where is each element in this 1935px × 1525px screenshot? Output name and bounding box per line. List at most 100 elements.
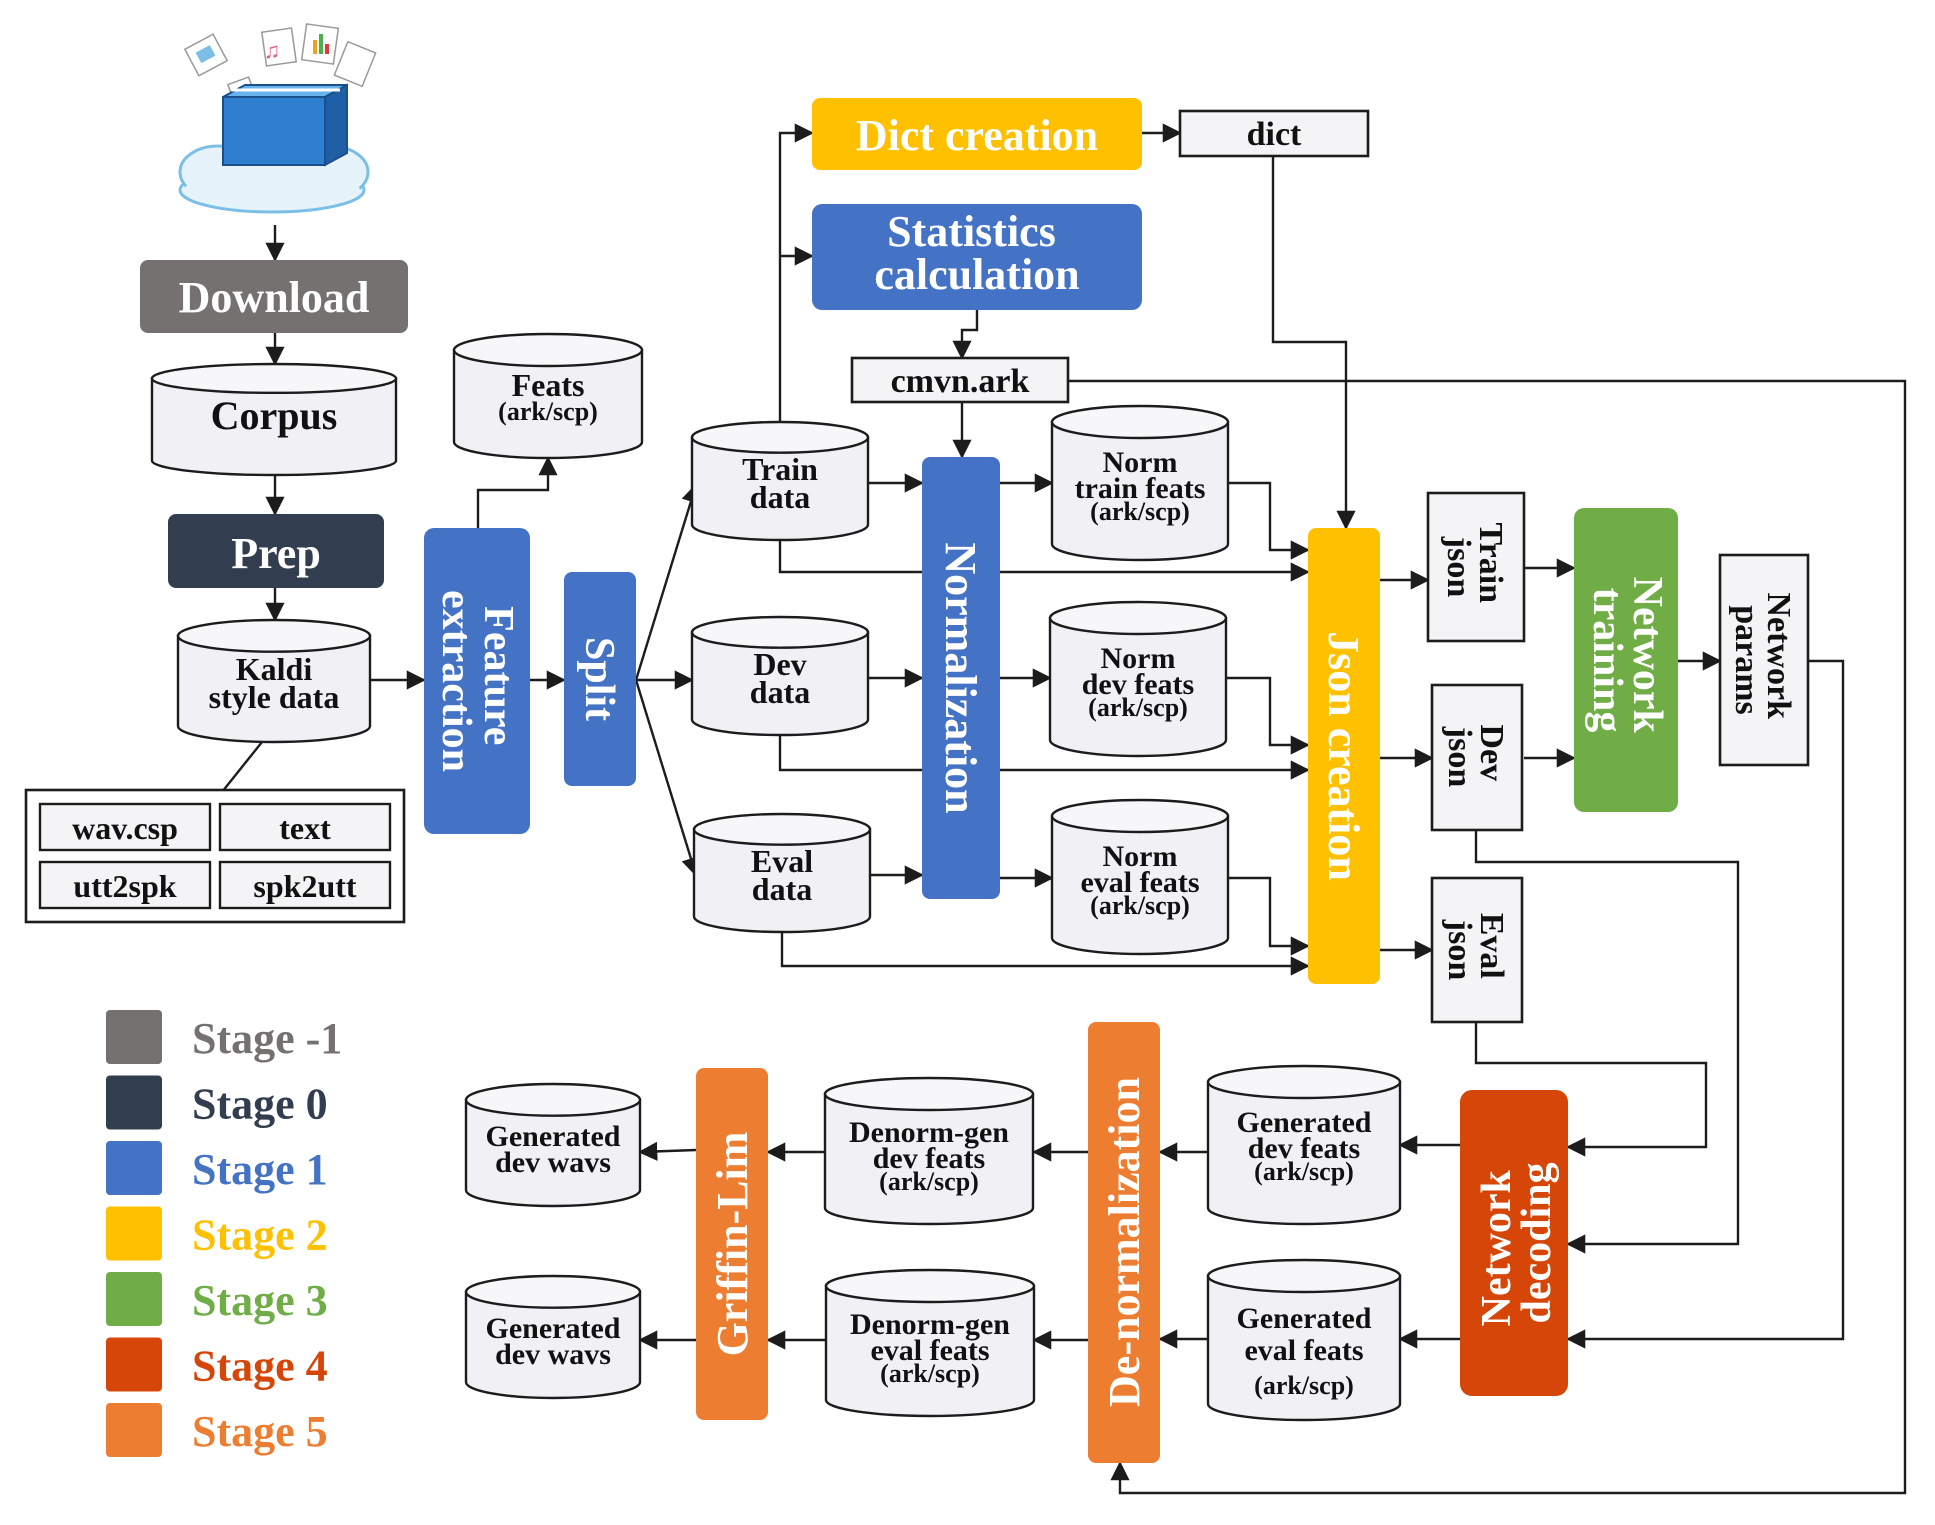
kaldi-file-spk2utt: spk2utt [253, 868, 357, 904]
prep-label: Prep [231, 529, 321, 578]
train-data-store-label: Train [742, 451, 818, 487]
generated-dev-feats-store-label: dev feats [1248, 1132, 1360, 1165]
dev-json-label: Dev json [1441, 724, 1510, 789]
kaldi-file-wav: wav.csp [72, 810, 178, 846]
eval-json-file [1430, 876, 1524, 1024]
generated-eval-feats-store-label: eval feats [1244, 1334, 1363, 1367]
dict-creation-stage [812, 98, 1142, 170]
generated-eval-feats-store-label: (ark/scp) [1254, 1371, 1354, 1400]
norm-train-feats-store-label: Norm [1103, 446, 1178, 479]
kaldi-style-data-store-label: style data [209, 679, 340, 715]
legend-label: Stage 5 [192, 1407, 328, 1456]
norm-dev-feats-store-label: (ark/scp) [1088, 693, 1188, 722]
dict-file [1178, 109, 1370, 158]
generated-dev-wavs-store-label: dev wavs [495, 1146, 611, 1179]
eval-data-store-label: data [752, 871, 812, 907]
norm-eval-feats-store-label: eval feats [1080, 866, 1199, 899]
kaldi-file-table: wav.csp text utt2spk spk2utt [24, 788, 406, 924]
cmvn-file [850, 356, 1070, 404]
legend-swatch [106, 1206, 162, 1261]
cloud-with-files-icon: ♫ [178, 23, 377, 214]
generated-eval-wavs-store-label: dev wavs [495, 1338, 611, 1371]
norm-train-feats-store-label: (ark/scp) [1090, 497, 1190, 526]
prep-stage [168, 514, 384, 588]
cmvn-file-label: cmvn.ark [891, 363, 1030, 400]
split-stage [564, 572, 636, 786]
network-decoding-label: Network decoding [1474, 1160, 1560, 1327]
download-label: Download [179, 273, 370, 322]
denorm-eval-feats-store-label: Denorm-gen [850, 1308, 1010, 1341]
eval-json-label: Eval json [1441, 913, 1510, 988]
legend-swatch [106, 1272, 162, 1326]
dev-data-store-label: data [750, 674, 810, 710]
denorm-dev-feats-store-label: Denorm-gen [849, 1116, 1009, 1149]
network-training-stage [1574, 508, 1678, 812]
network-params-label: Network params [1728, 592, 1797, 727]
kaldi-style-data-store-label: Kaldi [236, 651, 313, 687]
network-training-label: Network training [1584, 577, 1670, 744]
download-stage [140, 260, 408, 333]
feats-store-label: Feats [512, 367, 585, 403]
kaldi-file-text: text [279, 810, 331, 846]
norm-train-feats-store-label: train feats [1075, 472, 1206, 505]
griffin-lim-label: Griffin-Lim [708, 1132, 757, 1357]
dev-data-store-label: Dev [753, 646, 806, 682]
generated-dev-feats-store-label: Generated [1237, 1106, 1372, 1139]
norm-eval-feats-store-label: Norm [1103, 840, 1178, 873]
dev-json-file [1430, 683, 1524, 832]
dict-creation-label: Dict creation [856, 111, 1098, 160]
feature-extraction-label: Feature extraction [433, 590, 521, 772]
denorm-dev-feats-store-label: dev feats [873, 1142, 985, 1175]
denormalization-stage [1088, 1022, 1160, 1463]
norm-dev-feats-store-label: Norm [1101, 642, 1176, 675]
legend-swatch [106, 1403, 162, 1457]
norm-dev-feats-store-label: dev feats [1082, 668, 1194, 701]
norm-eval-feats-store-label: (ark/scp) [1090, 891, 1190, 920]
legend-swatch [106, 1075, 162, 1130]
legend-label: Stage 3 [192, 1276, 328, 1325]
corpus-store: Corpus [150, 362, 398, 477]
feats-store: Feats(ark/scp) [452, 332, 644, 460]
normalization-stage [922, 457, 1000, 899]
kaldi-file-utt2spk: utt2spk [73, 868, 176, 904]
normalization-label: Normalization [936, 542, 985, 813]
generated-eval-feats-store-label: Generated [1237, 1302, 1372, 1335]
network-decoding-stage [1460, 1090, 1568, 1396]
denormalization-label: De-normalization [1100, 1077, 1149, 1407]
denorm-eval-feats-store-label: (ark/scp) [880, 1359, 980, 1388]
legend-label: Stage 2 [192, 1211, 328, 1260]
feature-extraction-stage [424, 528, 530, 834]
statistics-calculation-label: Statistics calculation [874, 207, 1079, 299]
denorm-dev-feats-store-label: (ark/scp) [879, 1167, 979, 1196]
train-data-store-label: data [750, 479, 810, 515]
generated-dev-feats-store-label: (ark/scp) [1254, 1157, 1354, 1186]
train-json-label: Train json [1440, 522, 1509, 611]
svg-text:♫: ♫ [264, 38, 281, 63]
legend-label: Stage 1 [192, 1145, 328, 1194]
corpus-store-label: Corpus [211, 393, 338, 438]
generated-dev-wavs-store-label: Generated [486, 1120, 621, 1153]
train-json-file [1426, 491, 1526, 643]
legend-swatch [106, 1141, 162, 1195]
json-creation-label: Json creation [1319, 631, 1368, 881]
dict-file-label: dict [1247, 116, 1302, 153]
split-label: Split [576, 637, 622, 721]
eval-data-store-label: Eval [751, 843, 813, 879]
griffin-lim-stage [696, 1068, 768, 1420]
connector-arrows [221, 123, 1907, 1495]
legend-label: Stage 4 [192, 1342, 328, 1391]
